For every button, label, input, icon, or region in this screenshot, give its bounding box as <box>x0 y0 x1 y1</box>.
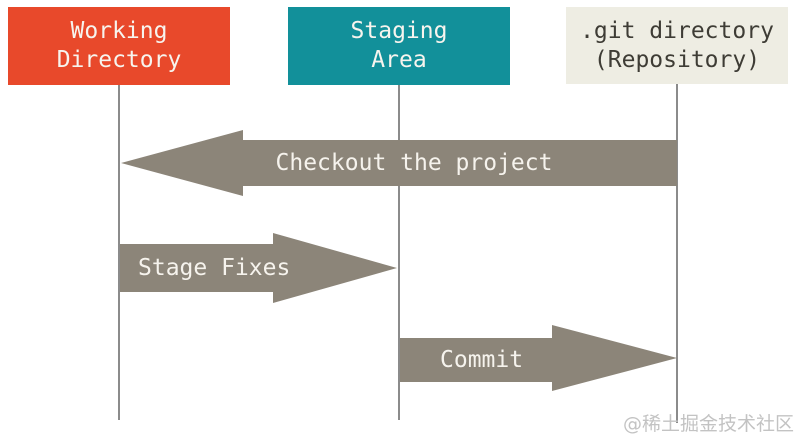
arrow-checkout-body <box>243 140 677 186</box>
lifeline-working-directory <box>118 85 120 420</box>
lifeline-staging-area <box>398 85 400 420</box>
arrowhead-left-icon <box>121 130 243 196</box>
column-box-git-directory: .git directory (Repository) <box>566 7 788 84</box>
column-label-staging-area: Staging Area <box>350 18 448 73</box>
arrow-stage-fixes-label: Stage Fixes <box>138 255 291 281</box>
arrow-stage-fixes-body <box>120 244 273 292</box>
arrowhead-right-icon <box>552 325 677 391</box>
arrow-commit-label: Commit <box>440 347 524 373</box>
arrow-checkout: Checkout the project <box>121 130 677 196</box>
arrow-stage-fixes: Stage Fixes <box>120 233 397 303</box>
column-label-git-directory: .git directory (Repository) <box>580 17 774 73</box>
column-box-working-directory: Working Directory <box>8 7 230 85</box>
watermark: @稀土掘金技术社区 <box>622 413 794 435</box>
arrow-commit-body <box>400 338 552 382</box>
column-label-working-directory: Working Directory <box>56 18 182 73</box>
arrowhead-right-icon <box>273 233 397 303</box>
lifeline-git-directory <box>676 84 678 423</box>
arrow-commit: Commit <box>400 325 677 391</box>
column-box-staging-area: Staging Area <box>288 7 510 85</box>
arrow-checkout-label: Checkout the project <box>275 150 553 176</box>
